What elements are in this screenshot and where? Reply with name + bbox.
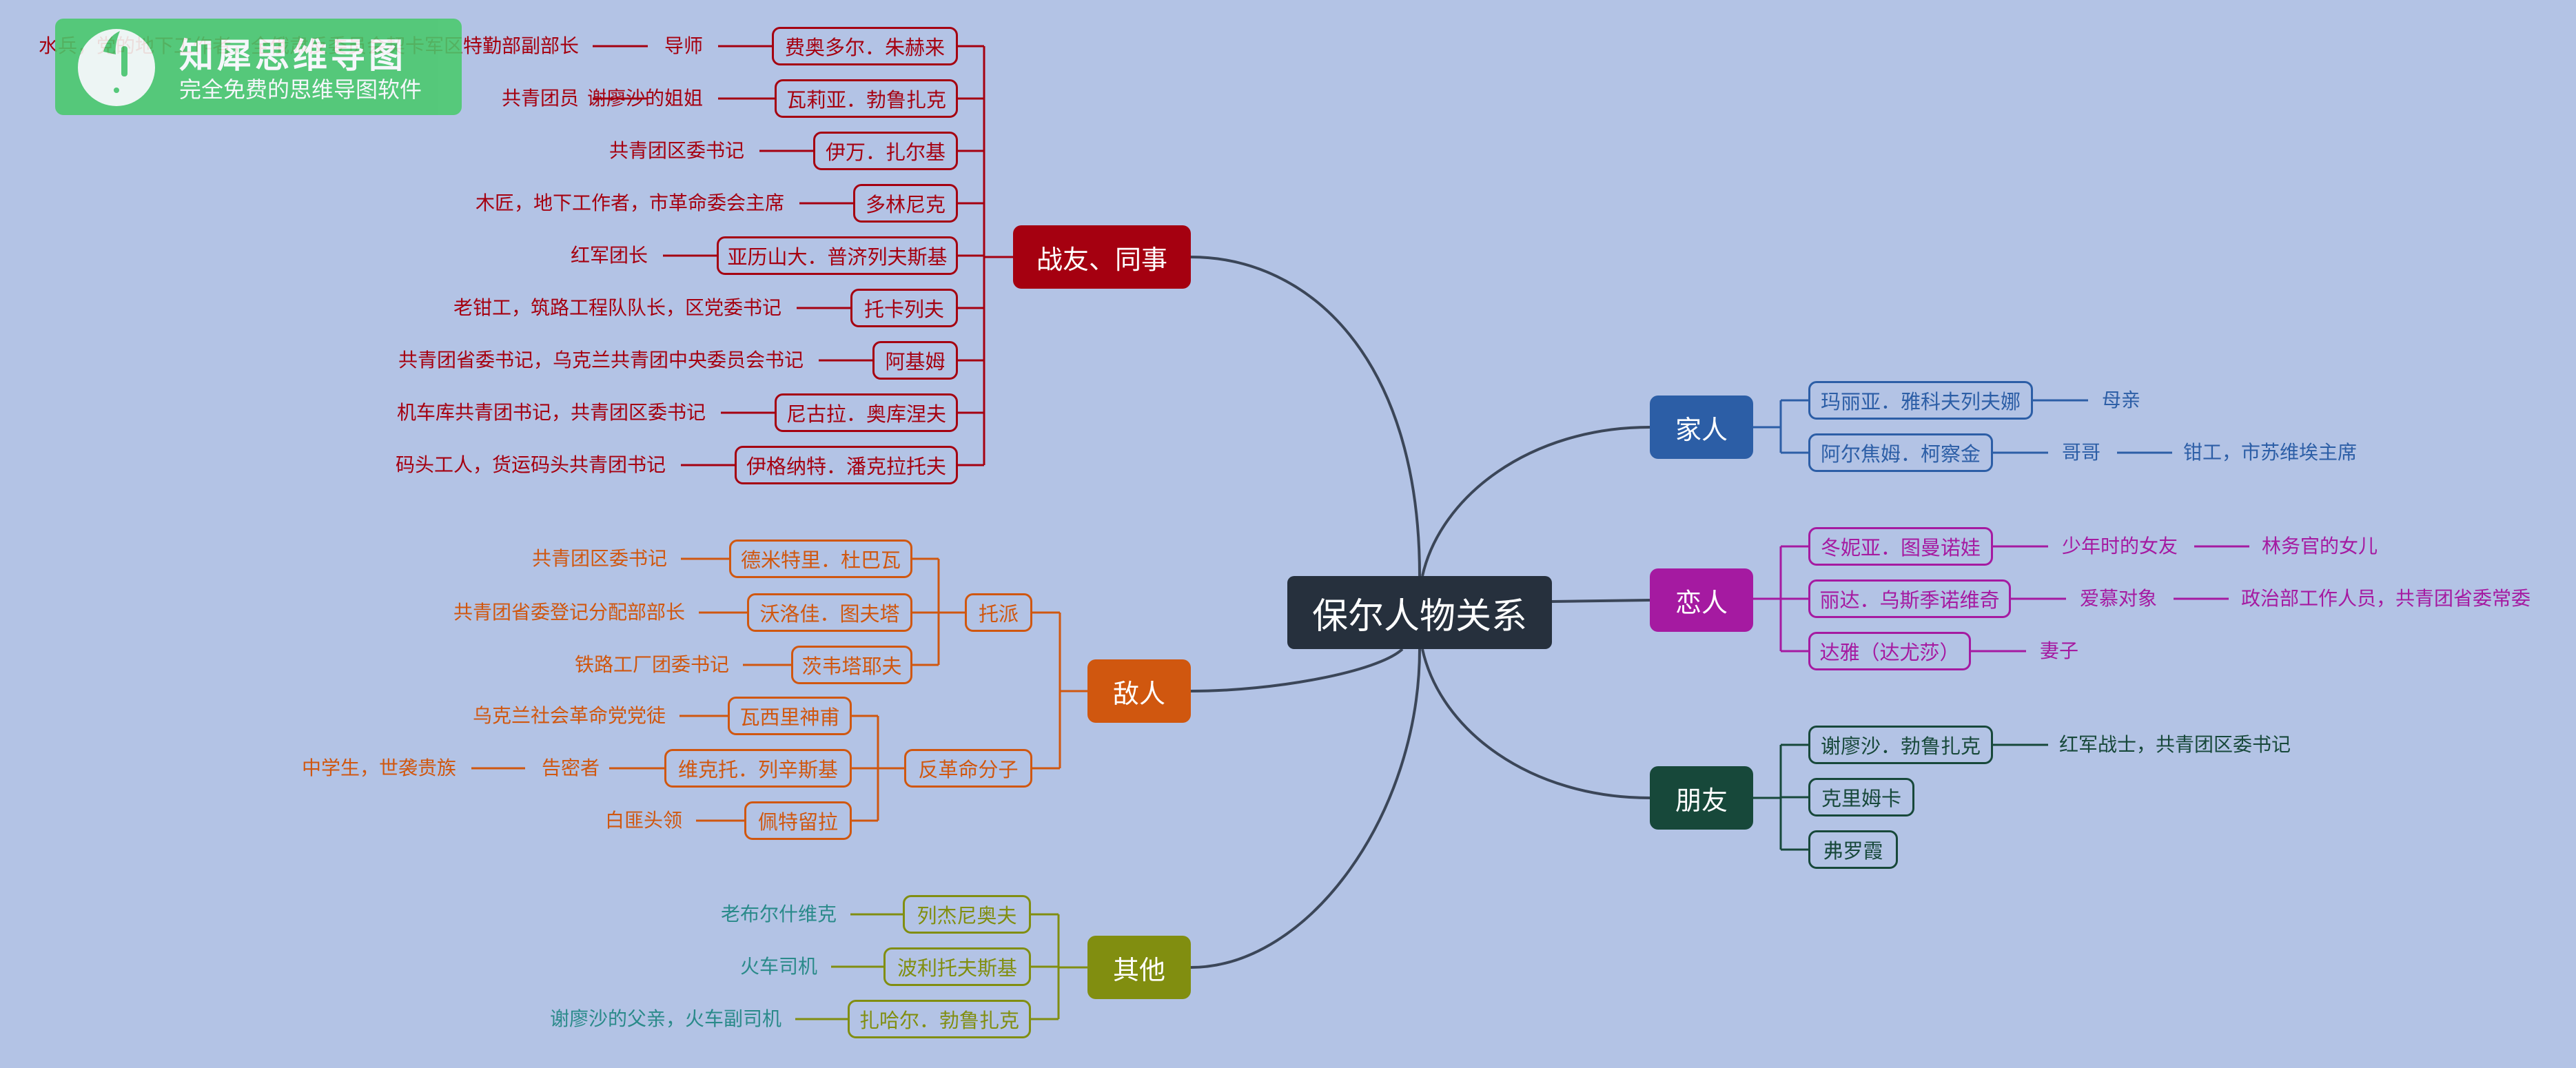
comrade-node[interactable]: 托卡列夫 [850,289,958,327]
comrade-node[interactable]: 亚历山大．普济列夫斯基 [717,236,958,275]
enemy-desc: 共青团区委书记 [531,547,667,570]
connector-line [1421,426,1650,577]
other-node[interactable]: 波利托夫斯基 [883,947,1031,986]
comrade-node[interactable]: 费奥多尔．朱赫来 [772,27,958,65]
connector-line [1190,648,1421,969]
family-node[interactable]: 阿尔焦姆．柯察金 [1808,433,1993,472]
friend-role: 红军战士，共青团区委书记 [2059,733,2291,756]
connector-line [1190,648,1404,692]
comrade-desc: 木匠，地下工作者，市革命委会主席 [475,192,784,214]
lover-role: 妻子 [2040,639,2079,662]
friend-node[interactable]: 谢廖沙．勃鲁扎克 [1808,726,1993,764]
enemy-counterrevolutionary-node[interactable]: 佩特留拉 [744,801,852,840]
enemy-trotskyist-node[interactable]: 德米特里．杜巴瓦 [729,540,912,578]
branch-family[interactable]: 家人 [1650,396,1753,459]
comrade-node[interactable]: 尼古拉．奥库涅夫 [775,393,958,432]
family-role: 母亲 [2102,389,2141,411]
comrade-desc: 红军团长 [570,244,648,267]
branch-others[interactable]: 其他 [1087,936,1191,999]
friend-node[interactable]: 克里姆卡 [1808,778,1914,817]
friend-node[interactable]: 弗罗霞 [1808,830,1898,869]
comrade-desc: 共青团区委书记 [609,139,744,162]
connector-line [1421,648,1650,799]
comrade-node[interactable]: 多林尼克 [853,184,958,223]
lover-role: 爱慕对象 [2080,587,2158,610]
enemy-desc: 中学生，世袭贵族 [301,757,456,779]
comrade-node[interactable]: 瓦莉亚．勃鲁扎克 [775,79,958,118]
family-role: 哥哥 [2062,441,2101,464]
other-node[interactable]: 列杰尼奥夫 [903,895,1031,934]
comrade-node[interactable]: 伊格纳特．潘克拉托夫 [735,446,958,484]
lover-desc: 政治部工作人员，共青团省委常委 [2241,587,2531,610]
enemy-desc: 乌克兰社会革命党党徒 [472,704,666,727]
branch-enemies[interactable]: 敌人 [1087,659,1191,723]
comrade-desc: 共青团员 [501,87,579,110]
branch-lovers[interactable]: 恋人 [1650,568,1753,632]
comrade-desc: 老钳工，筑路工程队队长，区党委书记 [453,296,781,319]
enemy-desc: 白匪头领 [604,809,682,832]
branch-friends[interactable]: 朋友 [1650,766,1753,830]
comrade-node[interactable]: 阿基姆 [872,341,958,380]
enemy-desc: 共青团省委登记分配部部长 [453,601,685,624]
enemy-trotskyist-node[interactable]: 沃洛佳．图夫塔 [747,593,912,632]
family-desc: 钳工，市苏维埃主席 [2183,441,2358,464]
comrade-node[interactable]: 伊万．扎尔基 [813,132,958,170]
comrade-role: 谢廖沙的姐姐 [586,87,703,110]
watermark-title: 知犀思维导图 [179,36,407,76]
enemy-role: 告密者 [541,757,600,779]
watermark-banner: 知犀思维导图 完全免费的思维导图软件 [55,19,462,115]
family-node[interactable]: 玛丽亚．雅科夫列夫娜 [1808,381,2033,420]
enemy-group-counterrevolutionaries[interactable]: 反革命分子 [904,749,1032,788]
enemy-counterrevolutionary-node[interactable]: 瓦西里神甫 [728,697,852,735]
root-node[interactable]: 保尔人物关系 [1287,576,1552,649]
watermark-subtitle: 完全免费的思维导图软件 [179,76,422,103]
comrade-desc: 共青团省委书记，乌克兰共青团中央委员会书记 [398,349,804,371]
other-desc: 火车司机 [739,955,817,978]
lover-node[interactable]: 达雅（达尤莎） [1808,632,1971,670]
other-desc: 老布尔什维克 [720,903,837,925]
other-node[interactable]: 扎哈尔．勃鲁扎克 [848,1000,1031,1038]
lover-role: 少年时的女友 [2062,535,2178,557]
lover-node[interactable]: 冬妮亚．图曼诺娃 [1808,527,1993,566]
enemy-desc: 铁路工厂团委书记 [574,653,729,676]
lover-node[interactable]: 丽达．乌斯季诺维奇 [1808,579,2011,618]
branch-comrades[interactable]: 战友、同事 [1013,225,1191,289]
other-desc: 谢廖沙的父亲，火车副司机 [549,1007,781,1030]
enemy-group-trotskyists[interactable]: 托派 [965,593,1032,632]
enemy-counterrevolutionary-node[interactable]: 维克托．列辛斯基 [664,749,852,788]
enemy-trotskyist-node[interactable]: 茨韦塔耶夫 [791,646,912,684]
connector-line [1551,599,1650,603]
comrade-desc: 机车库共青团书记，共青团区委书记 [396,401,706,424]
comrade-role: 导师 [664,34,703,57]
comrade-desc: 码头工人，货运码头共青团书记 [395,453,666,476]
connector-line [1190,256,1421,577]
lover-desc: 林务官的女儿 [2262,535,2378,557]
rhino-logo-icon [78,29,155,106]
